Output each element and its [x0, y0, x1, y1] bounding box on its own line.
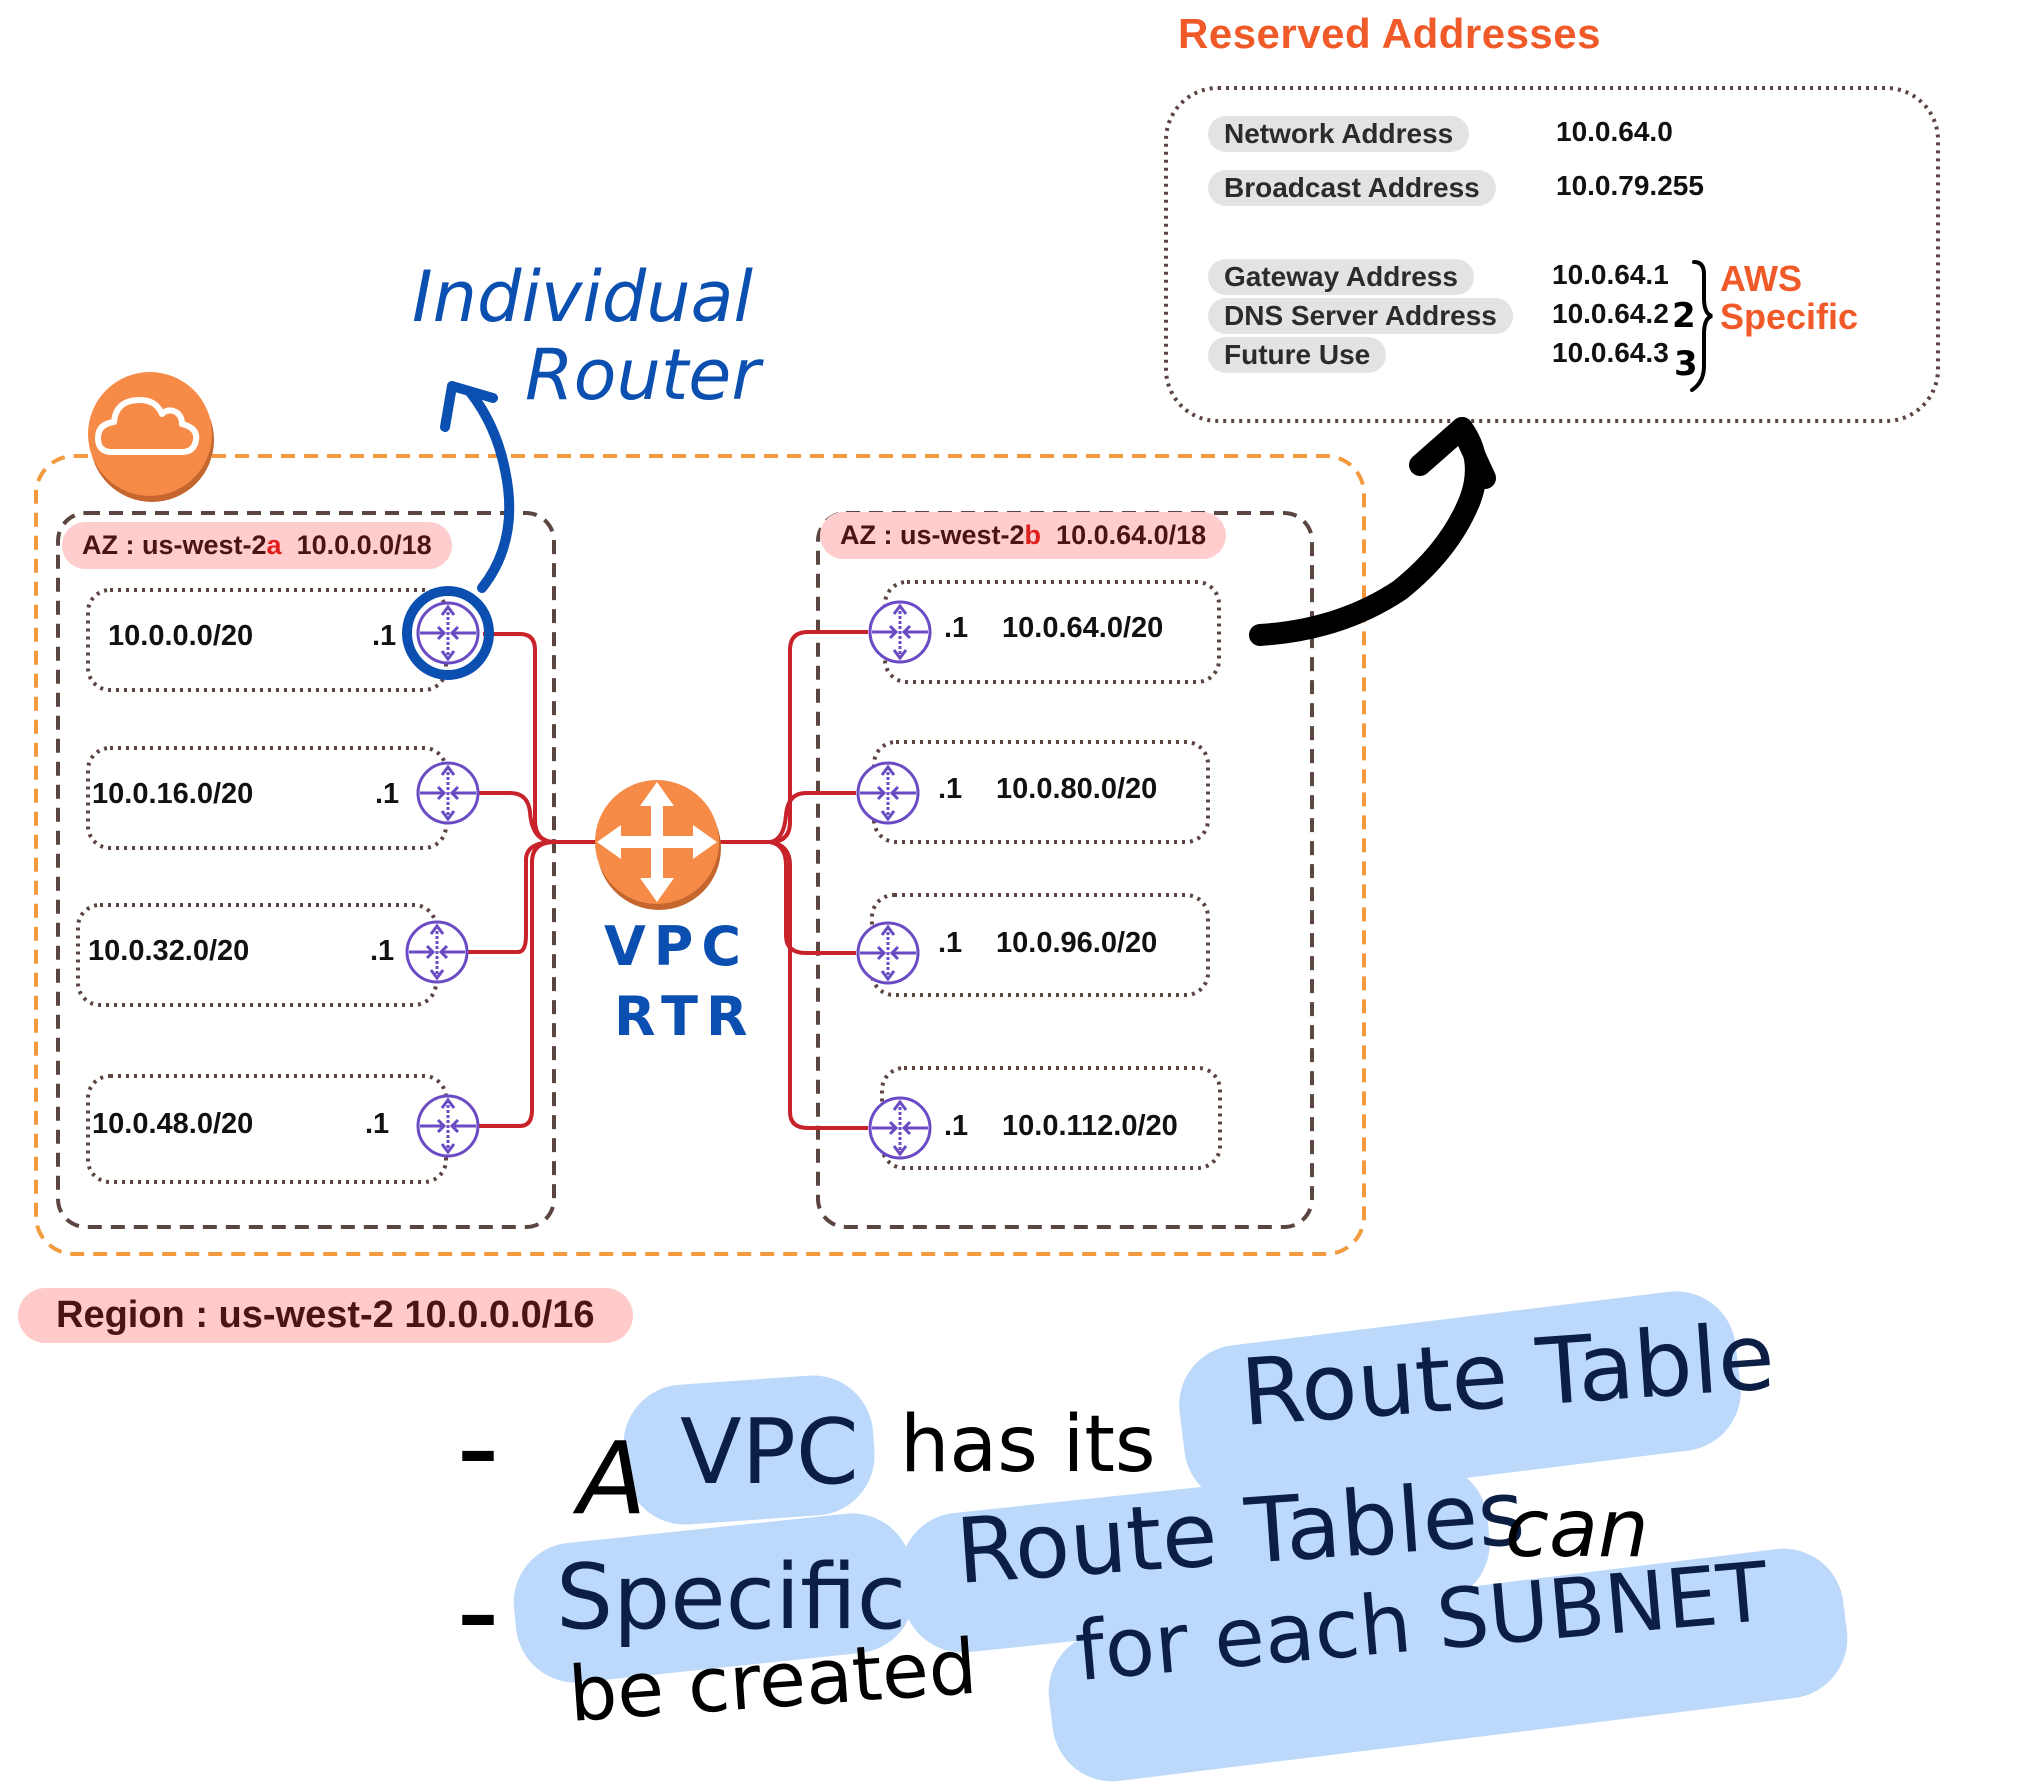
black-arrow-head — [1409, 417, 1496, 489]
broadcast-address-label: Broadcast Address — [1208, 170, 1496, 206]
callout-arrow-head — [440, 381, 498, 432]
subnet-router-icon-a3 — [405, 920, 469, 984]
subnet-box-a4 — [86, 1074, 448, 1184]
subnet-a3-gateway: .1 — [370, 935, 395, 967]
subnet-router-icon-a4 — [416, 1094, 480, 1158]
subnet-box-b2 — [872, 740, 1210, 844]
region-label: Region : us-west-2 10.0.0.0/16 — [18, 1288, 633, 1343]
link-a2 — [476, 791, 556, 844]
subnet-b3-gateway: .1 — [938, 927, 963, 959]
link-a4 — [477, 840, 556, 1128]
link-a1 — [483, 632, 556, 844]
subnet-b1-gateway: .1 — [944, 612, 969, 644]
future-use-label: Future Use — [1208, 337, 1387, 373]
subnet-a4-cidr: 10.0.48.0/20 — [92, 1108, 254, 1140]
az-b-subnet-boxes — [870, 580, 1222, 1170]
reserved-addresses-box — [1164, 86, 1940, 423]
individual-router-callout — [402, 381, 515, 680]
network-address-label: Network Address — [1208, 116, 1470, 152]
note-line1-word-a: A — [578, 1420, 647, 1537]
vpc-router-icon — [595, 780, 721, 910]
subnet-a2-cidr: 10.0.16.0/20 — [92, 778, 254, 810]
az-a-label: AZ : us-west-2a 10.0.0.0/18 — [62, 522, 452, 569]
router-links — [464, 630, 868, 1130]
subnet-b1-cidr: 10.0.64.0/20 — [1002, 612, 1164, 644]
subnet-box-b1 — [883, 580, 1221, 684]
note-line2-word-can: can — [1505, 1482, 1649, 1575]
note-line1-word-has-its: has its — [900, 1400, 1156, 1490]
individual-router-annotation-line2: Router — [525, 334, 761, 416]
subnet-box-b3 — [870, 893, 1210, 997]
aws-note-line1: AWS — [1720, 258, 1803, 299]
subnet-box-b4 — [880, 1066, 1222, 1170]
note-line1-word-vpc: VPC — [680, 1400, 859, 1505]
subnet-router-icon-b1 — [868, 600, 932, 664]
subnet-router-icon-a1 — [416, 601, 480, 665]
cloud-icon — [88, 372, 214, 502]
az-a-boundary — [56, 511, 556, 1229]
link-b4 — [769, 840, 868, 1130]
subnet-b3-cidr: 10.0.96.0/20 — [996, 927, 1158, 959]
az-b-label: AZ : us-west-2b 10.0.64.0/18 — [820, 512, 1227, 559]
network-address-value: 10.0.64.0 — [1556, 116, 1673, 147]
subnet-b2-gateway: .1 — [938, 773, 963, 805]
subnet-router-icon-a2 — [416, 761, 480, 825]
subnet-b4-gateway: .1 — [944, 1110, 969, 1142]
black-arrow-shaft — [1249, 417, 1487, 646]
az-a-prefix: AZ : us-west-2 — [82, 530, 267, 560]
link-b1 — [769, 630, 868, 844]
callout-arrow-shaft — [465, 387, 515, 593]
subnet-a4-gateway: .1 — [365, 1108, 390, 1140]
aws-note-line2: Specific — [1720, 296, 1859, 337]
az-a-cidr: 10.0.0.0/18 — [296, 530, 432, 560]
note-line2-word-specific: Specific — [556, 1545, 907, 1650]
subnet-a3-cidr: 10.0.32.0/20 — [88, 935, 250, 967]
reserved-addresses-title: Reserved Addresses — [1178, 10, 1602, 57]
broadcast-address-value: 10.0.79.255 — [1556, 170, 1704, 201]
handwritten-digit-3: 3 — [1674, 344, 1698, 384]
gateway-address-label: Gateway Address — [1208, 259, 1474, 295]
note-bullet-2: – — [458, 1568, 498, 1661]
az-a-suffix: a — [266, 530, 282, 560]
handwritten-digit-2: 2 — [1672, 296, 1696, 336]
note-bullet-1: – — [458, 1404, 498, 1497]
az-b-cidr: 10.0.64.0/18 — [1056, 520, 1207, 550]
reserved-callout-arrow — [1249, 417, 1496, 646]
aws-specific-note: AWS Specific — [1720, 260, 1858, 336]
aws-brace — [1690, 260, 1713, 392]
subnet-b4-cidr: 10.0.112.0/20 — [1002, 1110, 1178, 1142]
dns-server-address-label: DNS Server Address — [1208, 298, 1513, 334]
link-b3 — [769, 840, 856, 955]
gateway-address-value: 10.0.64.1 — [1552, 259, 1669, 290]
subnet-a2-gateway: .1 — [375, 778, 400, 810]
subnet-router-icon-b2 — [856, 761, 920, 825]
subnet-router-icon-b4 — [868, 1096, 932, 1160]
vpc-rtr-annotation-line2: RTR — [614, 985, 756, 1048]
subnet-b2-cidr: 10.0.80.0/20 — [996, 773, 1158, 805]
router-highlight-circle — [402, 586, 494, 680]
link-b2 — [769, 791, 856, 844]
subnet-a1-gateway: .1 — [372, 620, 397, 652]
dns-server-address-value: 10.0.64.2 — [1552, 298, 1669, 329]
az-a-subnet-boxes — [76, 588, 448, 1184]
subnet-router-icon-b3 — [856, 921, 920, 985]
az-b-prefix: AZ : us-west-2 — [840, 520, 1025, 550]
individual-router-annotation-line1: Individual — [412, 256, 753, 338]
vpc-rtr-annotation-line1: VPC — [604, 915, 749, 978]
future-use-value: 10.0.64.3 — [1552, 337, 1669, 368]
vpc-boundary — [34, 454, 1366, 1256]
subnet-a1-cidr: 10.0.0.0/20 — [108, 620, 254, 652]
link-a3 — [464, 840, 556, 954]
az-b-suffix: b — [1024, 520, 1042, 550]
